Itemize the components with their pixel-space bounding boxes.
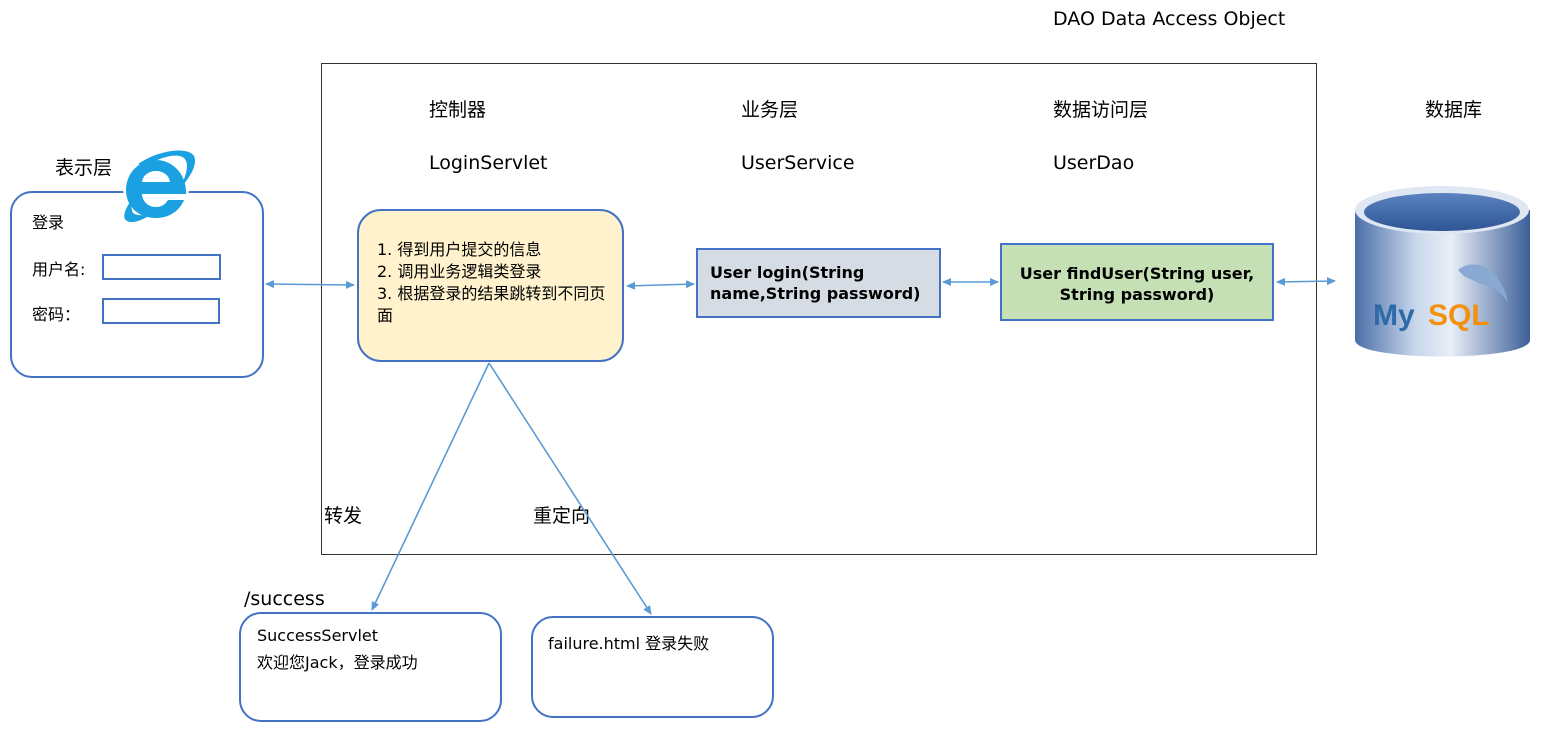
success-servlet-name: SuccessServlet — [257, 626, 379, 645]
database-layer-title: 数据库 — [1425, 99, 1483, 121]
dao-caption: DAO Data Access Object — [1053, 8, 1286, 30]
service-method-box: User login(String name,String password) — [696, 248, 941, 318]
failure-page-box: failure.html 登录失败 — [531, 616, 774, 718]
controller-step-3: 3. 根据登录的结果跳转到不同页面 — [377, 284, 606, 325]
dao-method-signature: User findUser(String user, String passwo… — [1019, 264, 1255, 304]
failure-page-text: failure.html 登录失败 — [548, 634, 710, 653]
controller-step-2: 2. 调用业务逻辑类登录 — [377, 262, 542, 281]
arrow-forward-success — [371, 362, 490, 611]
controller-class-name: LoginServlet — [429, 152, 548, 174]
password-label: 密码： — [32, 305, 81, 324]
mysql-database-icon: My SQL — [1355, 186, 1530, 357]
success-servlet-box: SuccessServlet 欢迎您Jack，登录成功 — [239, 612, 502, 722]
password-field[interactable] — [102, 298, 220, 324]
login-form-title: 登录 — [32, 213, 65, 232]
mysql-logo-sql: SQL — [1428, 299, 1490, 332]
success-path-label: /success — [244, 588, 325, 610]
login-form-box: 登录 用户名: 密码： — [10, 191, 264, 378]
username-label: 用户名: — [32, 260, 86, 279]
service-class-name: UserService — [741, 152, 855, 174]
architecture-frame — [321, 63, 1317, 555]
dao-class-name: UserDao — [1053, 152, 1135, 174]
mysql-logo-my: My — [1373, 299, 1415, 332]
controller-box: 1. 得到用户提交的信息 2. 调用业务逻辑类登录 3. 根据登录的结果跳转到不… — [357, 209, 624, 362]
username-field[interactable] — [102, 254, 221, 280]
controller-layer-title: 控制器 — [429, 99, 487, 121]
internet-explorer-icon — [123, 150, 196, 222]
service-layer-title: 业务层 — [741, 99, 799, 121]
redirect-label: 重定向 — [533, 505, 591, 527]
controller-step-1: 1. 得到用户提交的信息 — [377, 240, 542, 259]
success-message: 欢迎您Jack，登录成功 — [257, 653, 418, 672]
dolphin-icon — [1458, 264, 1508, 302]
dao-method-box: User findUser(String user, String passwo… — [1000, 243, 1274, 321]
arrow-controller-service — [626, 280, 695, 290]
presentation-layer-title: 表示层 — [55, 157, 113, 179]
arrow-dao-database — [1276, 277, 1336, 286]
arrow-redirect-failure — [488, 362, 652, 615]
dao-layer-title: 数据访问层 — [1053, 99, 1149, 121]
service-method-signature: User login(String name,String password) — [710, 263, 921, 303]
arrow-view-controller — [265, 280, 355, 289]
forward-label: 转发 — [324, 505, 363, 527]
